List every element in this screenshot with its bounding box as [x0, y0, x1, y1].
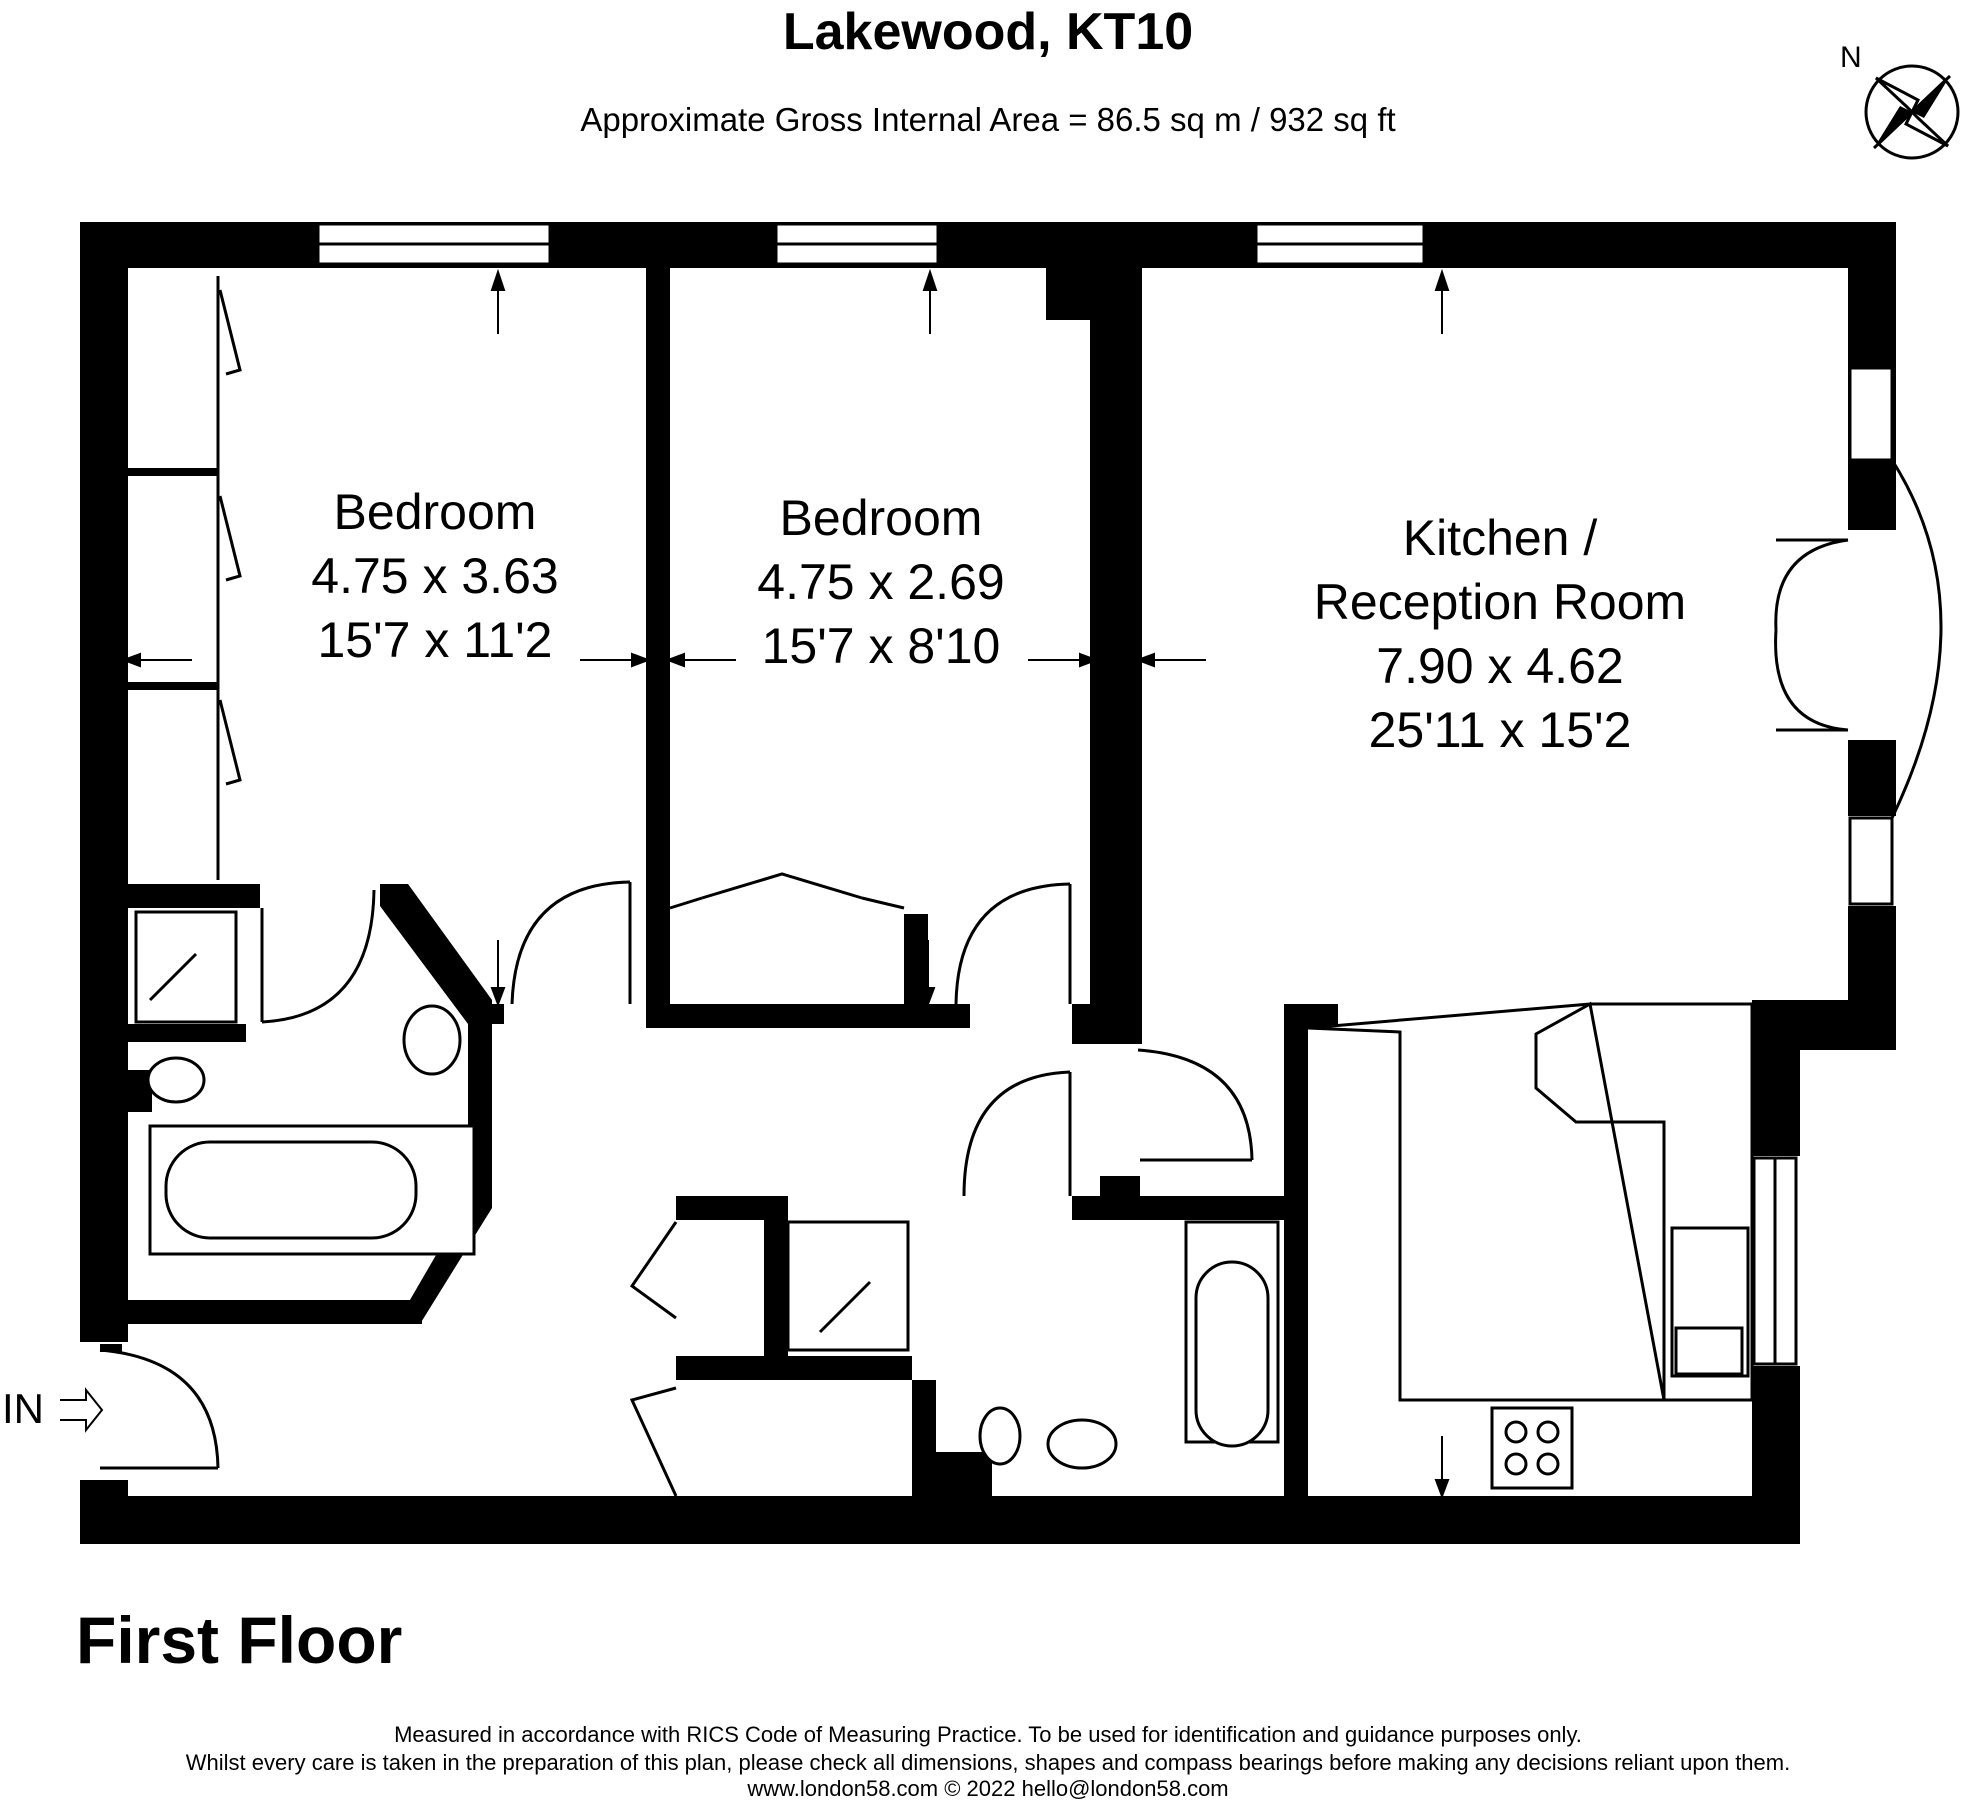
doors: [99, 538, 1849, 1497]
dimension-arrows: [121, 268, 1450, 1499]
room-label-bedroom-1: Bedroom 4.75 x 3.63 15'7 x 11'2: [270, 480, 600, 672]
kitchen-units: [1307, 1001, 1754, 1490]
floor-label: First Floor: [76, 1603, 403, 1677]
entrance-label: IN: [2, 1385, 44, 1432]
room-name-line2: Reception Room: [1313, 574, 1687, 630]
disclaimer-line-3: www.london58.com © 2022 hello@london58.c…: [747, 1776, 1229, 1801]
windows: [316, 222, 1943, 1366]
room-label-kitchen-reception: Kitchen / Reception Room 7.90 x 4.62 25'…: [1260, 506, 1740, 762]
room-imperial: 25'11 x 15'2: [1368, 702, 1632, 758]
room-name-line1: Kitchen /: [1402, 510, 1598, 566]
room-metric: 7.90 x 4.62: [1376, 638, 1624, 694]
plan-title: Lakewood, KT10: [782, 3, 1194, 61]
disclaimer-line-1: Measured in accordance with RICS Code of…: [394, 1722, 1582, 1747]
disclaimer-line-2: Whilst every care is taken in the prepar…: [185, 1750, 1791, 1775]
interior-walls: [128, 268, 1338, 1496]
room-imperial: 15'7 x 11'2: [317, 612, 553, 668]
bathroom-fixtures: [134, 910, 1280, 1470]
room-name: Bedroom: [779, 490, 983, 546]
room-label-bedroom-2: Bedroom 4.75 x 2.69 15'7 x 8'10: [716, 486, 1046, 678]
room-imperial: 15'7 x 8'10: [761, 618, 1001, 674]
compass-rose-icon: [1864, 64, 1960, 160]
compass-north-label: N: [1840, 41, 1862, 74]
room-metric: 4.75 x 3.63: [311, 548, 559, 604]
gross-internal-area: Approximate Gross Internal Area = 86.5 s…: [580, 101, 1396, 138]
room-metric: 4.75 x 2.69: [757, 554, 1005, 610]
arrow-right-icon: [60, 1387, 104, 1433]
room-name: Bedroom: [333, 484, 537, 540]
wardrobes: [128, 276, 905, 910]
